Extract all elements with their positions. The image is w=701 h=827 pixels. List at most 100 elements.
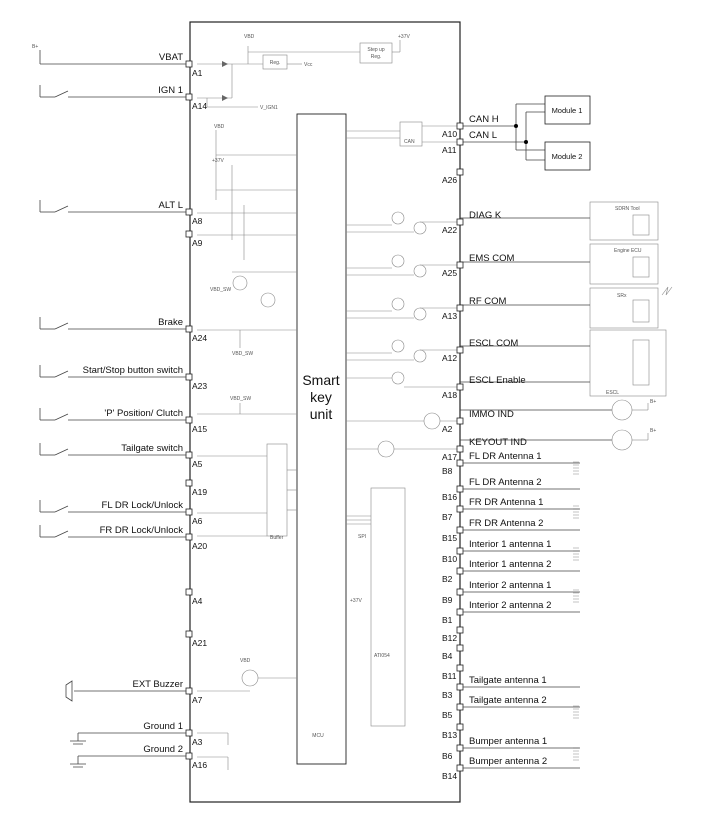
pin-label-a20: A20 (192, 541, 207, 551)
signal-label-a20: FR DR Lock/Unlock (100, 525, 184, 536)
pin-label-b9: B9 (442, 595, 453, 605)
vbd-top: VBD (244, 34, 255, 40)
vcc-label: Vcc (304, 62, 313, 68)
signal-label-b10: Interior 1 antenna 1 (469, 539, 551, 550)
pin-b1 (456, 608, 464, 616)
pin-b15 (456, 526, 464, 534)
pin-b6 (456, 744, 464, 752)
pin-label-a17: A17 (442, 452, 457, 462)
module-2-label: Module 2 (552, 152, 583, 161)
pin-b10 (456, 547, 464, 555)
immo-bplus: B+ (650, 399, 656, 405)
pin-label-b3: B3 (442, 690, 453, 700)
buzzer-transistor (241, 669, 259, 687)
srx-label: SRx (617, 293, 627, 299)
ati-label: ATI054 (374, 653, 390, 659)
pin-label-a24: A24 (192, 333, 207, 343)
pin-a15 (185, 416, 193, 424)
pin-label-b8: B8 (442, 466, 453, 476)
signal-label-a12: ESCL COM (469, 338, 518, 349)
pin-a21 (185, 630, 193, 638)
pin-label-a10: A10 (442, 129, 457, 139)
indicator-lamps: B+ B+ (460, 399, 656, 451)
signal-label-a1: VBAT (159, 52, 183, 63)
pin-label-a7: A7 (192, 695, 203, 705)
pin-a16 (185, 752, 193, 760)
mcu-block (296, 113, 347, 765)
v37-top: +37V (398, 34, 410, 40)
keyout-bplus: B+ (650, 428, 656, 434)
signal-label-b7: FR DR Antenna 1 (469, 497, 543, 508)
vbd-analog: VBD (214, 124, 225, 130)
pin-label-a22: A22 (442, 225, 457, 235)
pin-label-a14: A14 (192, 101, 207, 111)
module-1-label: Module 1 (552, 106, 583, 115)
vbd-sw-label: VBD_SW (210, 287, 231, 293)
pin-label-a4: A4 (192, 596, 203, 606)
pin-a12 (456, 346, 464, 354)
pin-label-a1: A1 (192, 68, 203, 78)
sdrn-tool-label: SDRN Tool (615, 206, 640, 212)
pin-a22 (456, 218, 464, 226)
signal-label-a11: CAN L (469, 130, 497, 141)
unit-title-line3: unit (310, 406, 333, 422)
pin-b2 (456, 567, 464, 575)
reg-label: Reg. (270, 60, 281, 66)
buffer-label: Buffer (270, 535, 284, 541)
comm-drivers (346, 211, 460, 458)
pin-label-a2: A2 (442, 424, 453, 434)
buzzer-icon (65, 680, 73, 702)
analog-network: VBD +37V VBD_SW VBD_SW VBD_SW (197, 124, 297, 415)
pin-label-b7: B7 (442, 512, 453, 522)
external-devices: SDRN Tool Engine ECU SRx ESCL (460, 201, 673, 397)
pin-label-a3: A3 (192, 737, 203, 747)
pin-a14 (185, 93, 193, 101)
pin-a5 (185, 451, 193, 459)
signal-label-b6: Bumper antenna 1 (469, 736, 547, 747)
pin-label-a6: A6 (192, 516, 203, 526)
pin-label-b16: B16 (442, 492, 457, 502)
stepup-label2: Reg. (371, 54, 382, 60)
pin-b8 (456, 459, 464, 467)
pin-b7 (456, 505, 464, 513)
pin-label-a9: A9 (192, 238, 203, 248)
pin-label-b13: B13 (442, 730, 457, 740)
unit-title-line2: key (310, 389, 332, 405)
signal-label-b3: Tailgate antenna 1 (469, 675, 547, 686)
pin-a13 (456, 304, 464, 312)
pin-label-b2: B2 (442, 574, 453, 584)
ground-icon (70, 763, 86, 768)
pin-b14 (456, 764, 464, 772)
signal-label-a8: ALT L (159, 200, 183, 211)
pin-label-a19: A19 (192, 487, 207, 497)
signal-label-b15: FR DR Antenna 2 (469, 518, 543, 529)
pin-b16 (456, 485, 464, 493)
buffer-block (266, 443, 288, 537)
pin-label-a8: A8 (192, 216, 203, 226)
signal-label-a7: EXT Buzzer (132, 679, 183, 690)
signal-label-a3: Ground 1 (143, 721, 183, 732)
pin-label-b11: B11 (442, 671, 457, 681)
signal-label-a22: DIAG K (469, 210, 502, 221)
pin-label-b12: B12 (442, 633, 457, 643)
signal-label-a6: FL DR Lock/Unlock (102, 500, 184, 511)
can-transceiver (399, 121, 423, 147)
signal-label-b5: Tailgate antenna 2 (469, 695, 547, 706)
signal-label-a2: IMMO IND (469, 409, 514, 420)
pin-b12 (456, 626, 464, 634)
v-ign1-label: V_IGN1 (260, 105, 278, 111)
spi-label: SPI (358, 534, 366, 540)
pin-label-b14: B14 (442, 771, 457, 781)
pin-label-b15: B15 (442, 533, 457, 543)
keyout-lamp-icon (611, 429, 633, 451)
pin-b9 (456, 588, 464, 596)
vbd-sw-brake: VBD_SW (232, 351, 253, 357)
pin-label-a12: A12 (442, 353, 457, 363)
ground-icon (70, 740, 86, 745)
signal-label-a23: Start/Stop button switch (83, 365, 183, 376)
bplus-vbat: B+ (32, 44, 38, 50)
signal-label-b9: Interior 2 antenna 1 (469, 580, 551, 591)
